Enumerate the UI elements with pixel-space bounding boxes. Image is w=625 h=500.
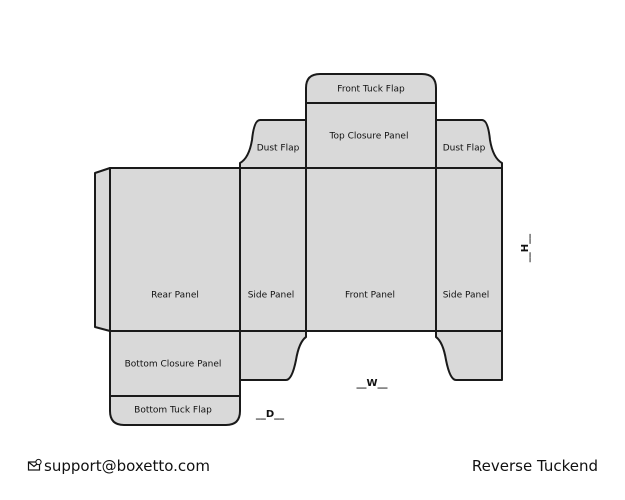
bottom-dust-flap-left [239, 330, 307, 381]
glue-flap [94, 167, 111, 332]
height-dimension-label: __H__ [520, 234, 531, 262]
rear-panel [109, 167, 241, 332]
contact-info: support@boxetto.com [27, 457, 210, 475]
bottom-tuck-flap-label: Bottom Tuck Flap [134, 406, 212, 416]
front-tuck-flap-label: Front Tuck Flap [337, 85, 405, 95]
front-tuck-flap [305, 73, 437, 104]
side-panel-left [239, 167, 307, 332]
dust-flap-right [435, 119, 503, 169]
depth-dimension-label: __D__ [256, 409, 284, 420]
side-panel-right-label: Side Panel [443, 291, 490, 301]
dust-flap-left-label: Dust Flap [257, 144, 300, 154]
box-style-name: Reverse Tuckend [471, 457, 598, 475]
rear-panel-label: Rear Panel [151, 291, 199, 301]
bottom-closure-panel-label: Bottom Closure Panel [125, 360, 222, 370]
side-panel-left-label: Side Panel [248, 291, 295, 301]
support-email[interactable]: support@boxetto.com [44, 457, 210, 475]
dust-flap-left [239, 119, 307, 169]
side-panel-right [435, 167, 503, 332]
envelope-icon [27, 458, 43, 474]
front-panel-label: Front Panel [345, 291, 395, 301]
top-closure-panel-label: Top Closure Panel [329, 132, 409, 142]
top-closure-panel [305, 102, 437, 169]
bottom-dust-flap-right [435, 330, 503, 381]
front-panel [305, 167, 437, 332]
bottom-tuck-flap [109, 395, 241, 426]
width-dimension-label: __W__ [356, 378, 387, 389]
dust-flap-right-label: Dust Flap [443, 144, 486, 154]
